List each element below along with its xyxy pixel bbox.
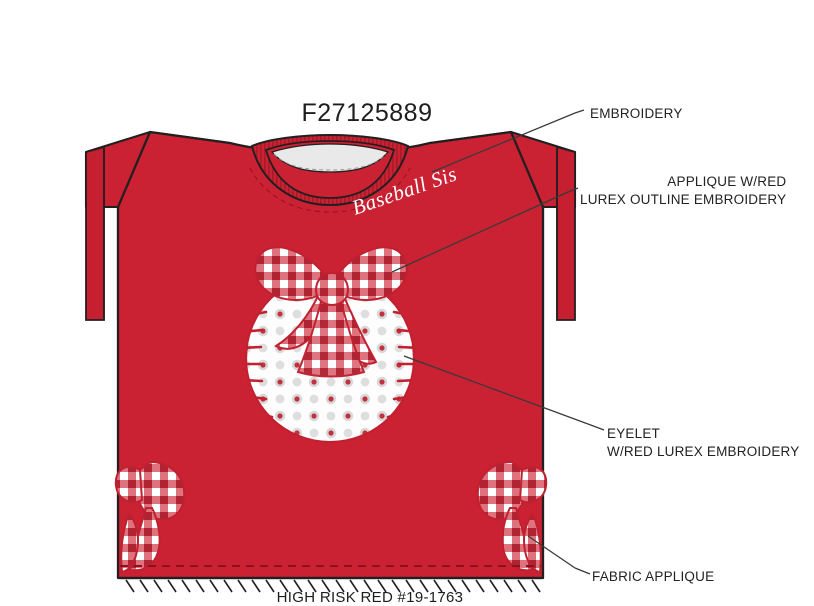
leader-embroidery [431,112,576,173]
callout-leader-lines [391,109,605,575]
gingham-bow-hem-right [476,460,548,574]
callout-embroidery: EMBROIDERY [590,105,683,123]
leader-applique-tick [567,187,579,193]
leader-eyelet [403,355,589,425]
ribbed-collar [249,133,411,213]
callout-embroidery-line1: EMBROIDERY [590,106,683,121]
callout-applique-line2: LUREX OUTLINE EMBROIDERY [580,192,787,208]
callout-fabric-applique: FABRIC APPLIQUE [592,568,714,586]
leader-eyelet-tick [587,423,605,431]
leader-fabric-tick [574,567,591,575]
leader-applique [391,191,569,273]
leader-fabric [527,535,576,569]
leader-embroidery-tick [574,109,585,114]
colorway-label: HIGH RISK RED #19-1763 [276,589,464,606]
callout-fabric-applique-line1: FABRIC APPLIQUE [592,569,715,584]
callout-eyelet: EYELET W/RED LUREX EMBROIDERY [607,425,799,461]
callout-applique: APPLIQUE W/RED LUREX OUTLINE EMBROIDERY [580,173,786,209]
gingham-bow-hem-left [114,460,186,574]
callout-eyelet-line1: EYELET [607,426,660,441]
hem-stitching [120,565,541,593]
style-code-label: F27125889 [301,99,433,127]
gingham-bow-top [254,246,408,378]
callout-eyelet-line2: W/RED LUREX EMBROIDERY [607,444,800,460]
callout-applique-line1: APPLIQUE W/RED [667,174,787,189]
